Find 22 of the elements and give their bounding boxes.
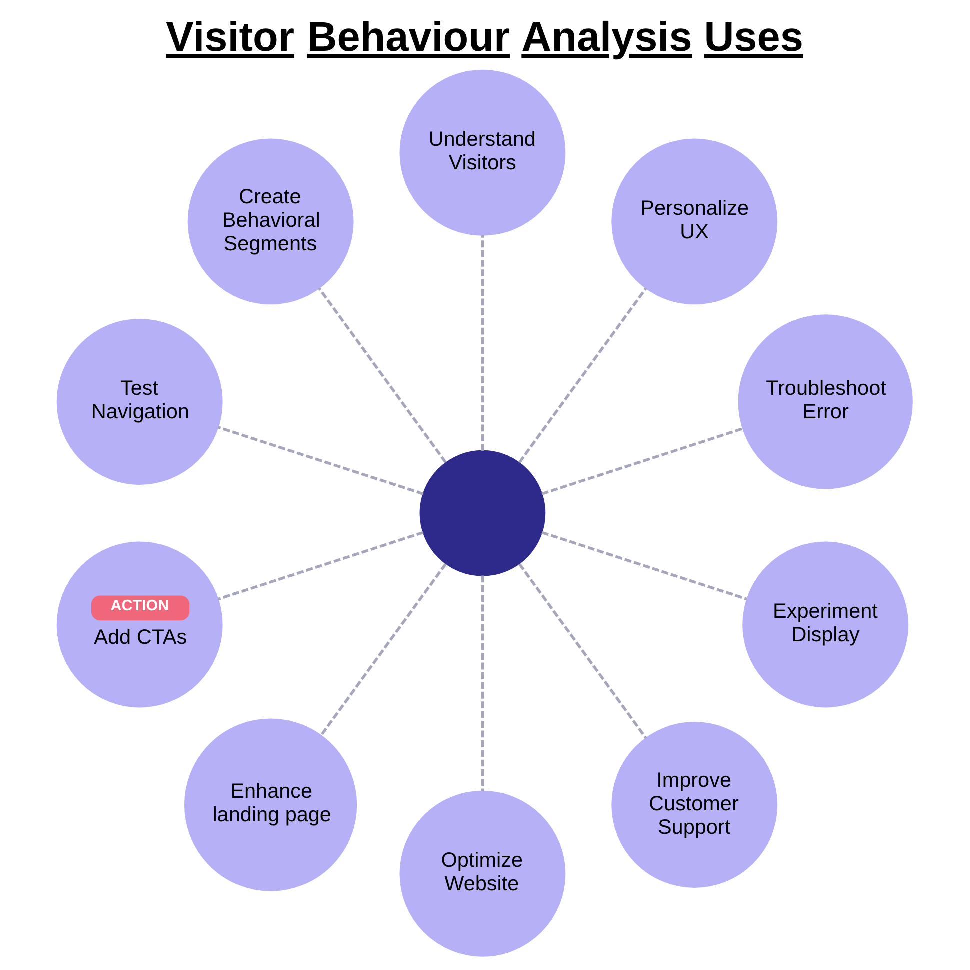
node-circle: ACTION Add CTAs xyxy=(56,542,223,708)
node-circle xyxy=(420,450,546,576)
node-circle: Create Behavioral Segments xyxy=(188,138,354,305)
connector xyxy=(218,531,424,601)
connector xyxy=(518,563,648,740)
connector xyxy=(542,531,748,601)
node-circle: Understand Visitors xyxy=(400,70,566,236)
connector xyxy=(542,428,744,496)
node-circle: Optimize Website xyxy=(400,790,566,957)
connector xyxy=(481,235,484,451)
connector xyxy=(481,576,484,792)
node-circle: Troubleshoot Error xyxy=(738,314,913,490)
node-circle: Personalize UX xyxy=(612,138,778,305)
connector xyxy=(218,426,424,496)
node-circle: Experiment Display xyxy=(742,542,909,708)
connector xyxy=(318,288,447,464)
connector xyxy=(518,288,648,464)
node-circle: Test Navigation xyxy=(56,318,223,485)
node-circle: Improve Customer Support xyxy=(612,722,778,888)
connector xyxy=(320,563,447,736)
diagram-title: Visitor Behaviour Analysis Uses xyxy=(166,13,804,60)
node-circle: Enhance landing page xyxy=(184,718,358,892)
